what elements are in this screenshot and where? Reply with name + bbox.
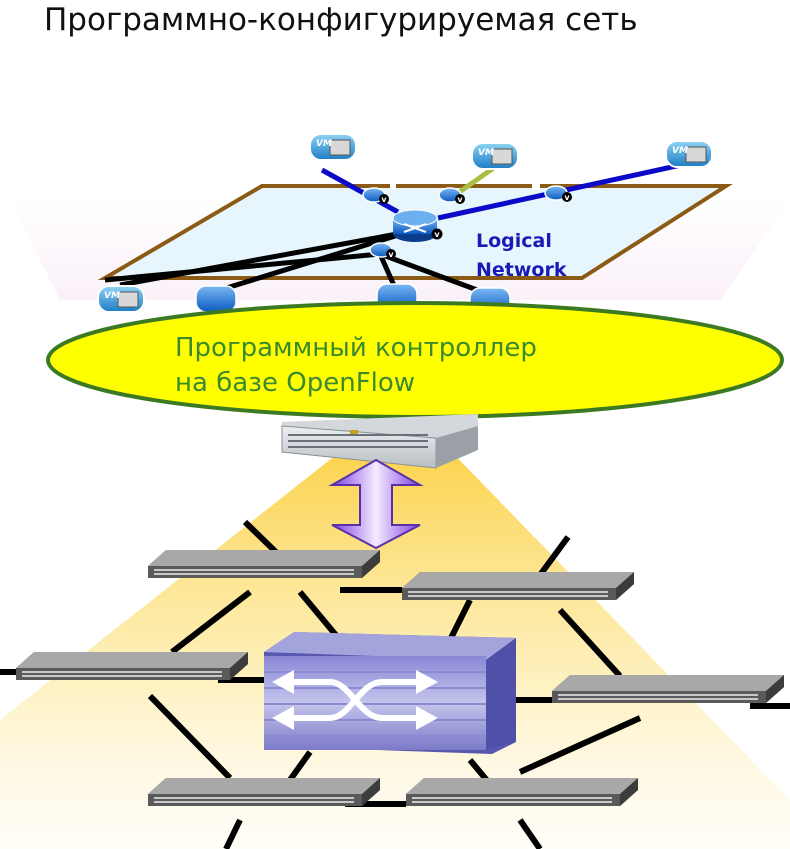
svg-text:VM: VM	[672, 146, 688, 156]
vm-icon: VM	[471, 142, 519, 170]
svg-text:v: v	[434, 230, 440, 239]
physical-links	[0, 519, 790, 849]
network-switch-icon	[148, 550, 380, 578]
openflow-switch-icon	[264, 632, 516, 754]
network-switch-icon	[16, 652, 248, 680]
svg-text:v: v	[388, 250, 394, 259]
page-title: Программно-конфигурируемая сеть	[44, 2, 638, 38]
virtual-switch-icon: v	[544, 185, 572, 202]
server-icon	[281, 414, 478, 469]
vm-icon: VM	[665, 140, 713, 168]
svg-text:VM: VM	[316, 139, 332, 149]
virtual-switch-icon: v	[438, 187, 465, 204]
virtual-switch-icon: v	[362, 187, 389, 204]
svg-text:VM: VM	[478, 148, 494, 158]
logical-network-label: Logical	[476, 230, 552, 252]
double-arrow-icon	[328, 458, 424, 550]
vm-icon: VM	[97, 285, 145, 313]
controller-label-line2: на базе OpenFlow	[175, 368, 415, 398]
virtual-switch-icon: v	[369, 242, 396, 259]
svg-text:v: v	[564, 193, 570, 202]
host-node	[195, 285, 237, 313]
svg-text:v: v	[457, 195, 463, 204]
network-switch-icon	[148, 778, 380, 806]
logical-network-label: Network	[476, 259, 567, 281]
network-switch-icon	[402, 572, 634, 600]
svg-text:VM: VM	[104, 291, 120, 301]
controller-label-line1: Программный контроллер	[175, 333, 537, 363]
virtual-switch-icon: v	[392, 209, 443, 242]
network-switch-icon	[406, 778, 638, 806]
vm-icon: VM	[309, 133, 357, 161]
svg-text:v: v	[381, 195, 387, 204]
network-switch-icon	[552, 675, 784, 703]
